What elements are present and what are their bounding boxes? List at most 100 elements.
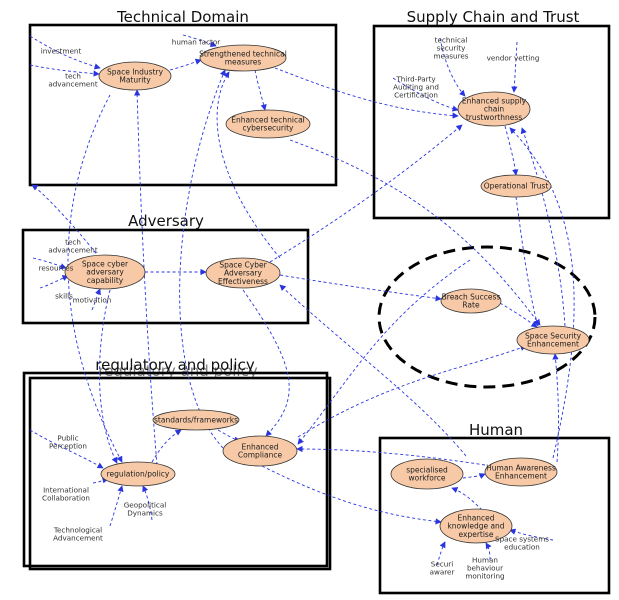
node-label-bsr: Rate [462,301,480,310]
node-label-sf: standards/frameworks [154,416,238,425]
external-label-tpac: Auditing and [393,83,439,92]
external-label-motivation: motivation [73,296,112,305]
causal-link-16 [269,124,463,263]
group-title-human: Human [469,421,523,439]
node-shape-esct [457,91,531,127]
external-label-intl_collab: International [43,485,89,494]
external-label-public_perception: Perception [49,442,87,451]
external-label-tech_adv3: Technological [53,525,102,534]
external-label-sec_aware: awarer [430,568,455,577]
node-label-scae: Effectiveness [218,277,268,286]
external-label-skills: skills [55,292,73,301]
causal-link-40 [509,127,575,459]
causal-link-36 [462,473,486,479]
node-shape-sw [390,458,464,490]
node-label-etc: cybersecurity [243,124,295,133]
node-shape-ec [222,435,298,467]
node-shape-etc [225,109,311,139]
external-label-tpac: Third-Party [395,74,436,83]
external-label-geo_dyn: Geopolitical [124,500,167,509]
node-shape-hae [484,457,558,487]
causal-link-43 [520,127,566,327]
external-label-hbm: monitoring [465,572,504,581]
node-label-sim: Space Industry [107,68,164,77]
node-ot: Operational Trust [480,174,552,198]
causal-link-3 [182,34,217,48]
causal-link-30 [179,69,226,449]
node-label-sse: Enhancement [527,340,579,349]
node-label-esct: trustworthness [466,113,522,122]
causal-link-4 [254,69,267,111]
node-label-esct: Enhanced supply [462,96,527,105]
node-shape-sim [98,61,172,91]
node-shape-scac [64,254,146,290]
node-label-rp: regulation/policy [107,470,170,479]
causal-link-34 [552,353,559,463]
causal-link-42 [297,259,471,445]
external-label-vendor_vetting: vendor vetting [487,54,540,63]
causal-link-23 [29,429,104,469]
regulatory-box-outer [22,371,329,568]
node-label-bsr: Breach Success [442,293,501,302]
causal-link-22 [99,289,118,464]
node-label-scae: Adversary [224,269,262,278]
external-label-tech_adv2: tech [65,237,81,246]
causal-link-31 [216,71,281,259]
causal-link-41 [279,284,467,457]
node-label-etc: Enhanced technical [231,116,305,125]
node-label-sw: workforce [408,474,445,483]
external-label-intl_collab: Collaboration [42,494,90,503]
node-sf: standards/frameworks [152,409,240,431]
causal-link-39 [509,528,554,541]
node-label-scac: capability [87,276,124,285]
technical-domain-box [28,23,338,187]
node-rp: regulation/policy [100,461,176,487]
node-shape-sse [516,325,590,355]
node-label-hae: Enhancement [495,472,547,481]
group-titles: Technical Domain Supply Chain and Trust … [95,8,579,439]
node-shape-scae [205,257,281,289]
external-label-tsm: technical [435,35,468,44]
external-label-public_perception: Public [57,433,78,442]
external-label-tech_adv2: advancement [48,246,98,255]
causal-link-10 [31,184,104,263]
node-label-eke: knowledge and [447,522,504,531]
causal-link-27 [151,429,182,463]
group-title-supply: Supply Chain and Trust [407,8,580,26]
external-label-resources: resources [39,264,74,273]
causal-link-35 [451,487,483,511]
human-box [378,436,611,595]
causal-link-21 [134,89,158,466]
node-shape-bsr [440,288,502,314]
node-label-eke: expertise [459,530,494,539]
node-shape-ot [480,174,552,198]
causal-link-17 [289,139,541,326]
node-label-hae: Human Awareness [486,464,556,473]
node-shape-stm [199,44,287,72]
external-label-tsm: security [437,44,466,53]
causal-link-29 [261,465,442,525]
causal-link-19 [499,302,538,328]
node-label-esct: chain [484,105,505,114]
causal-link-38 [485,542,492,561]
external-label-investment: investment [41,47,82,56]
node-label-stm: measures [225,58,262,67]
external-label-hbm: Human [472,555,498,564]
causal-link-18 [515,196,540,327]
causal-link-33 [296,445,486,466]
causal-link-44 [242,289,290,437]
group-title-adversary: Adversary [128,212,204,230]
causal-link-8 [392,77,459,112]
node-label-sw: specialised [406,466,448,475]
causal-link-6 [439,37,466,97]
adversary-box [21,228,310,325]
